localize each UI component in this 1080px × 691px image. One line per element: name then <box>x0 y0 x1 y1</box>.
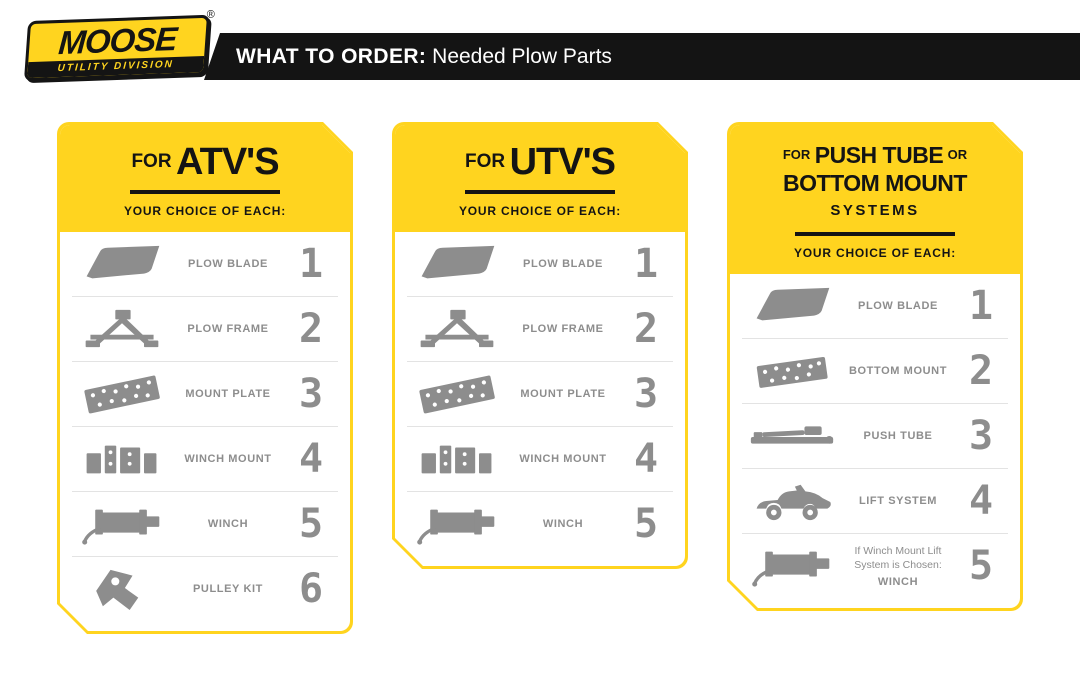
part-label: PLOW BLADE <box>858 299 938 312</box>
pulley-kit-icon <box>74 567 170 611</box>
part-row: PLOW FRAME 2 <box>72 296 338 361</box>
moose-logo-box: MOOSE UTILITY DIVISION <box>23 14 211 81</box>
part-label: BOTTOM MOUNT <box>848 364 948 377</box>
part-label: LIFT SYSTEM <box>858 494 938 507</box>
push-tube-icon <box>744 414 840 458</box>
part-quantity: 1 <box>298 241 324 287</box>
part-row: WINCH MOUNT 4 <box>72 426 338 491</box>
part-row: PULLEY KIT 6 <box>72 556 338 621</box>
part-row: MOUNT PLATE 3 <box>407 361 673 426</box>
card-utv-parts-list: PLOW BLADE 1 PLOW FRAME 2 MOUNT PLATE 3 … <box>395 232 685 566</box>
title-rule <box>130 190 280 194</box>
plow-frame-icon <box>74 307 170 351</box>
part-label: PLOW BLADE <box>188 258 268 270</box>
part-label: PUSH TUBE <box>863 429 933 442</box>
part-label: WINCH <box>542 518 584 530</box>
card-pt-parts-list: PLOW BLADE 1 BOTTOM MOUNT 2 PUSH TUBE 3 … <box>730 274 1020 608</box>
plow-blade-icon <box>744 284 840 328</box>
part-row: PUSH TUBE 3 <box>742 403 1008 468</box>
winch-icon <box>409 502 505 546</box>
part-label: PLOW FRAME <box>522 323 604 335</box>
part-quantity: 3 <box>968 412 994 459</box>
card-pt-title: FOR PUSH TUBE OR BOTTOM MOUNT SYSTEMS <box>782 142 968 219</box>
title-bar-subheading: Needed Plow Parts <box>426 44 612 68</box>
mount-plate-icon <box>74 372 170 416</box>
part-label: WINCH <box>207 518 249 530</box>
part-quantity: 2 <box>968 347 994 394</box>
card-utv-subtitle: YOUR CHOICE OF EACH: <box>458 204 621 218</box>
card-for-push-tube-bottom-mount: FOR PUSH TUBE OR BOTTOM MOUNT SYSTEMS YO… <box>727 122 1023 611</box>
card-pt-header: FOR PUSH TUBE OR BOTTOM MOUNT SYSTEMS YO… <box>730 125 1020 274</box>
registered-trademark-icon: ® <box>206 8 216 21</box>
part-label: WINCH MOUNT <box>184 453 272 465</box>
title-rule <box>795 232 955 236</box>
part-row: If Winch Mount Lift System is Chosen: WI… <box>742 533 1008 598</box>
part-label: PULLEY KIT <box>193 583 263 595</box>
plow-frame-icon <box>409 307 505 351</box>
title-bar: WHAT TO ORDER: Needed Plow Parts <box>204 33 1080 80</box>
part-condition-note: If Winch Mount Lift System is Chosen: <box>854 544 942 571</box>
part-label: MOUNT PLATE <box>520 388 606 400</box>
winch-icon <box>74 502 170 546</box>
card-atv-title: FOR ATV'S <box>131 141 279 183</box>
part-quantity: 4 <box>968 477 994 524</box>
part-quantity: 3 <box>298 371 324 417</box>
part-row: WINCH MOUNT 4 <box>407 426 673 491</box>
part-quantity: 1 <box>633 241 659 287</box>
winch-mount-icon <box>74 437 170 481</box>
part-quantity: 6 <box>298 566 324 612</box>
moose-logo: MOOSE UTILITY DIVISION ® <box>23 9 215 81</box>
part-row: PLOW FRAME 2 <box>407 296 673 361</box>
card-utv-header: FOR UTV'S YOUR CHOICE OF EACH: <box>395 125 685 232</box>
part-quantity: 5 <box>298 501 324 547</box>
title-bar-heading: WHAT TO ORDER: <box>236 44 427 68</box>
part-quantity: 5 <box>633 501 659 547</box>
card-utv-title: FOR UTV'S <box>465 141 615 183</box>
part-label: WINCH <box>877 575 919 588</box>
part-label: PLOW FRAME <box>187 323 269 335</box>
part-row: PLOW BLADE 1 <box>407 232 673 296</box>
mount-plate-icon <box>409 372 505 416</box>
winch-icon <box>744 544 840 588</box>
part-label: MOUNT PLATE <box>185 388 271 400</box>
part-quantity: 4 <box>298 436 324 482</box>
part-row: WINCH 5 <box>407 491 673 556</box>
part-label: WINCH MOUNT <box>519 453 607 465</box>
part-label: PLOW BLADE <box>523 258 603 270</box>
winch-mount-icon <box>409 437 505 481</box>
part-label-group: If Winch Mount Lift System is Chosen: WI… <box>840 544 956 588</box>
part-quantity: 2 <box>298 306 324 352</box>
part-row: MOUNT PLATE 3 <box>72 361 338 426</box>
card-for-utvs: FOR UTV'S YOUR CHOICE OF EACH: PLOW BLAD… <box>392 122 688 569</box>
part-row: PLOW BLADE 1 <box>742 274 1008 338</box>
card-pt-subtitle: YOUR CHOICE OF EACH: <box>793 245 956 260</box>
lift-system-icon <box>744 479 840 523</box>
moose-logo-name: MOOSE <box>57 19 178 62</box>
plow-blade-icon <box>74 242 170 286</box>
card-atv-parts-list: PLOW BLADE 1 PLOW FRAME 2 MOUNT PLATE 3 … <box>60 232 350 631</box>
title-rule <box>465 190 615 194</box>
plow-blade-icon <box>409 242 505 286</box>
part-row: PLOW BLADE 1 <box>72 232 338 296</box>
part-row: WINCH 5 <box>72 491 338 556</box>
bottom-mount-icon <box>744 349 840 393</box>
part-quantity: 1 <box>968 282 994 329</box>
part-row: BOTTOM MOUNT 2 <box>742 338 1008 403</box>
part-quantity: 5 <box>968 542 994 589</box>
card-atv-header: FOR ATV'S YOUR CHOICE OF EACH: <box>60 125 350 232</box>
part-quantity: 3 <box>633 371 659 417</box>
card-atv-subtitle: YOUR CHOICE OF EACH: <box>123 204 286 218</box>
part-quantity: 2 <box>633 306 659 352</box>
part-quantity: 4 <box>633 436 659 482</box>
card-for-atvs: FOR ATV'S YOUR CHOICE OF EACH: PLOW BLAD… <box>57 122 353 634</box>
part-row: LIFT SYSTEM 4 <box>742 468 1008 533</box>
